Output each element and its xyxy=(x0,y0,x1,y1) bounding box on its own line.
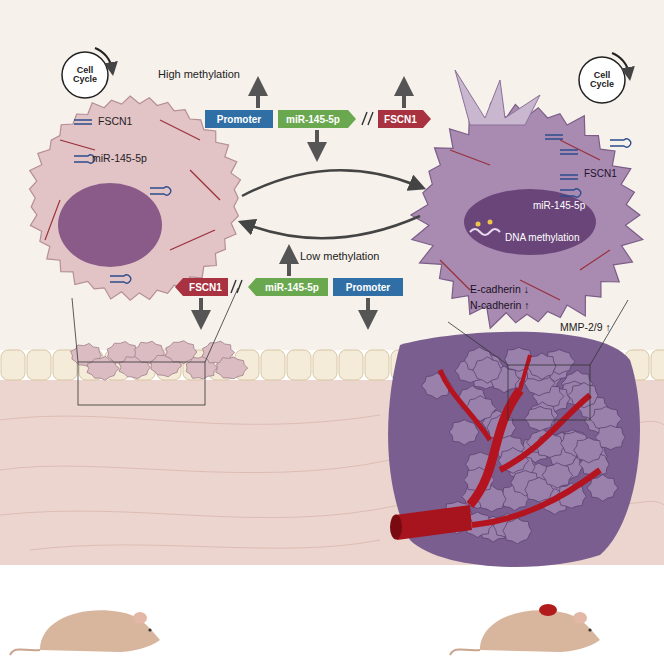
tumour-mass xyxy=(388,332,640,567)
gene-element: Promoter xyxy=(205,110,273,128)
lower-ground xyxy=(0,565,664,664)
annotation-label: High methylation xyxy=(158,68,240,80)
tumour-cell xyxy=(525,406,555,431)
dna-strand xyxy=(470,229,500,235)
blood-vessel xyxy=(390,355,600,540)
gene-box xyxy=(205,110,273,128)
tumour-cell xyxy=(574,438,604,463)
epithelial-cell xyxy=(287,350,311,380)
gene-element: miR-145-5p xyxy=(278,110,356,128)
methyl-mark xyxy=(476,222,481,227)
actin-filament xyxy=(450,150,490,165)
tumour-cell xyxy=(542,463,573,488)
methyl-mark xyxy=(488,220,493,225)
gene-element: Promoter xyxy=(333,278,403,296)
transition-arrow xyxy=(246,216,420,238)
mouse xyxy=(10,610,160,655)
mirna-icon xyxy=(74,155,95,163)
epithelial-cell xyxy=(313,350,337,380)
gene-arrow xyxy=(175,278,228,296)
mouse xyxy=(450,604,600,655)
epithelial-cell xyxy=(651,350,664,380)
level-arrows xyxy=(201,86,404,320)
annotation-label: MMP-2/9 ↑ xyxy=(560,322,611,334)
epithelial-cell xyxy=(365,350,389,380)
cell-cycle-circle: Cell Cycle xyxy=(60,50,110,100)
fscn1-icon xyxy=(545,135,563,139)
fscn1-icon xyxy=(560,150,578,154)
cycle-arrow xyxy=(612,53,629,74)
tumour-cell xyxy=(449,420,479,446)
mirna-icon xyxy=(110,275,131,283)
gene-label: Promoter xyxy=(346,282,390,293)
annotation-label: FSCN1 xyxy=(98,116,132,128)
cycle-label: Cell Cycle xyxy=(68,66,102,85)
epithelial-cell xyxy=(261,350,285,380)
gene-label: miR-145-5p xyxy=(286,114,340,125)
actin-filament xyxy=(45,200,60,240)
gene-arrow xyxy=(248,278,328,296)
lamellipodium xyxy=(455,70,540,125)
actin-filament xyxy=(440,260,470,290)
cycle-label: Cell Cycle xyxy=(585,71,619,90)
cycle-arrow xyxy=(95,48,112,69)
epithelial-cell xyxy=(1,350,25,380)
cycle-outline xyxy=(62,52,108,98)
gene-box xyxy=(333,278,403,296)
actin-filament xyxy=(170,230,215,250)
tumour-cell xyxy=(503,518,532,544)
generated-cells xyxy=(30,70,643,567)
nucleus xyxy=(58,183,162,267)
break-marks xyxy=(231,112,373,293)
fscn1-icon xyxy=(74,120,92,124)
annotation-label: N-cadherin ↑ xyxy=(470,300,530,312)
gene-arrow xyxy=(378,110,431,128)
annotation-label: DNA methylation xyxy=(505,232,579,243)
mesenchymal-cancer-cell xyxy=(411,103,643,328)
actin-filament xyxy=(60,140,95,150)
mirna-icon xyxy=(610,139,631,147)
gene-label: Promoter xyxy=(217,114,261,125)
actin-filament xyxy=(580,250,610,270)
actin-filament xyxy=(560,140,600,160)
cycle-outline xyxy=(579,57,625,103)
gene-arrow xyxy=(278,110,356,128)
tumour-cell xyxy=(216,357,248,378)
gene-element: FSCN1 xyxy=(378,110,431,128)
gene-label: FSCN1 xyxy=(189,282,222,293)
nucleus xyxy=(464,189,596,255)
upper-ground xyxy=(0,0,664,350)
annotation-label: miR-145-5p xyxy=(92,153,147,165)
annotation-label: miR-145-5p xyxy=(533,200,585,211)
gene-label: FSCN1 xyxy=(384,114,417,125)
actin-filament xyxy=(160,120,200,140)
cell-cycle-circle: Cell Cycle xyxy=(577,55,627,105)
tumour-cell xyxy=(473,357,502,384)
annotation-label: Low methylation xyxy=(300,250,380,262)
mirna-icon xyxy=(150,187,171,195)
annotation-label: E-cadherin ↓ xyxy=(470,284,529,296)
fscn1-icon xyxy=(560,175,578,179)
actin-filament xyxy=(190,170,220,200)
gene-label: miR-145-5p xyxy=(265,282,319,293)
mirna-icon xyxy=(560,189,581,197)
epithelial-cell xyxy=(339,350,363,380)
zoom-guides xyxy=(72,288,628,420)
annotation-label: FSCN1 xyxy=(584,168,617,179)
transition-arrow xyxy=(242,170,418,196)
tumour-cell xyxy=(465,396,497,422)
epithelial-cell xyxy=(27,350,51,380)
gene-element: miR-145-5p xyxy=(248,278,328,296)
gene-element: FSCN1 xyxy=(175,278,228,296)
